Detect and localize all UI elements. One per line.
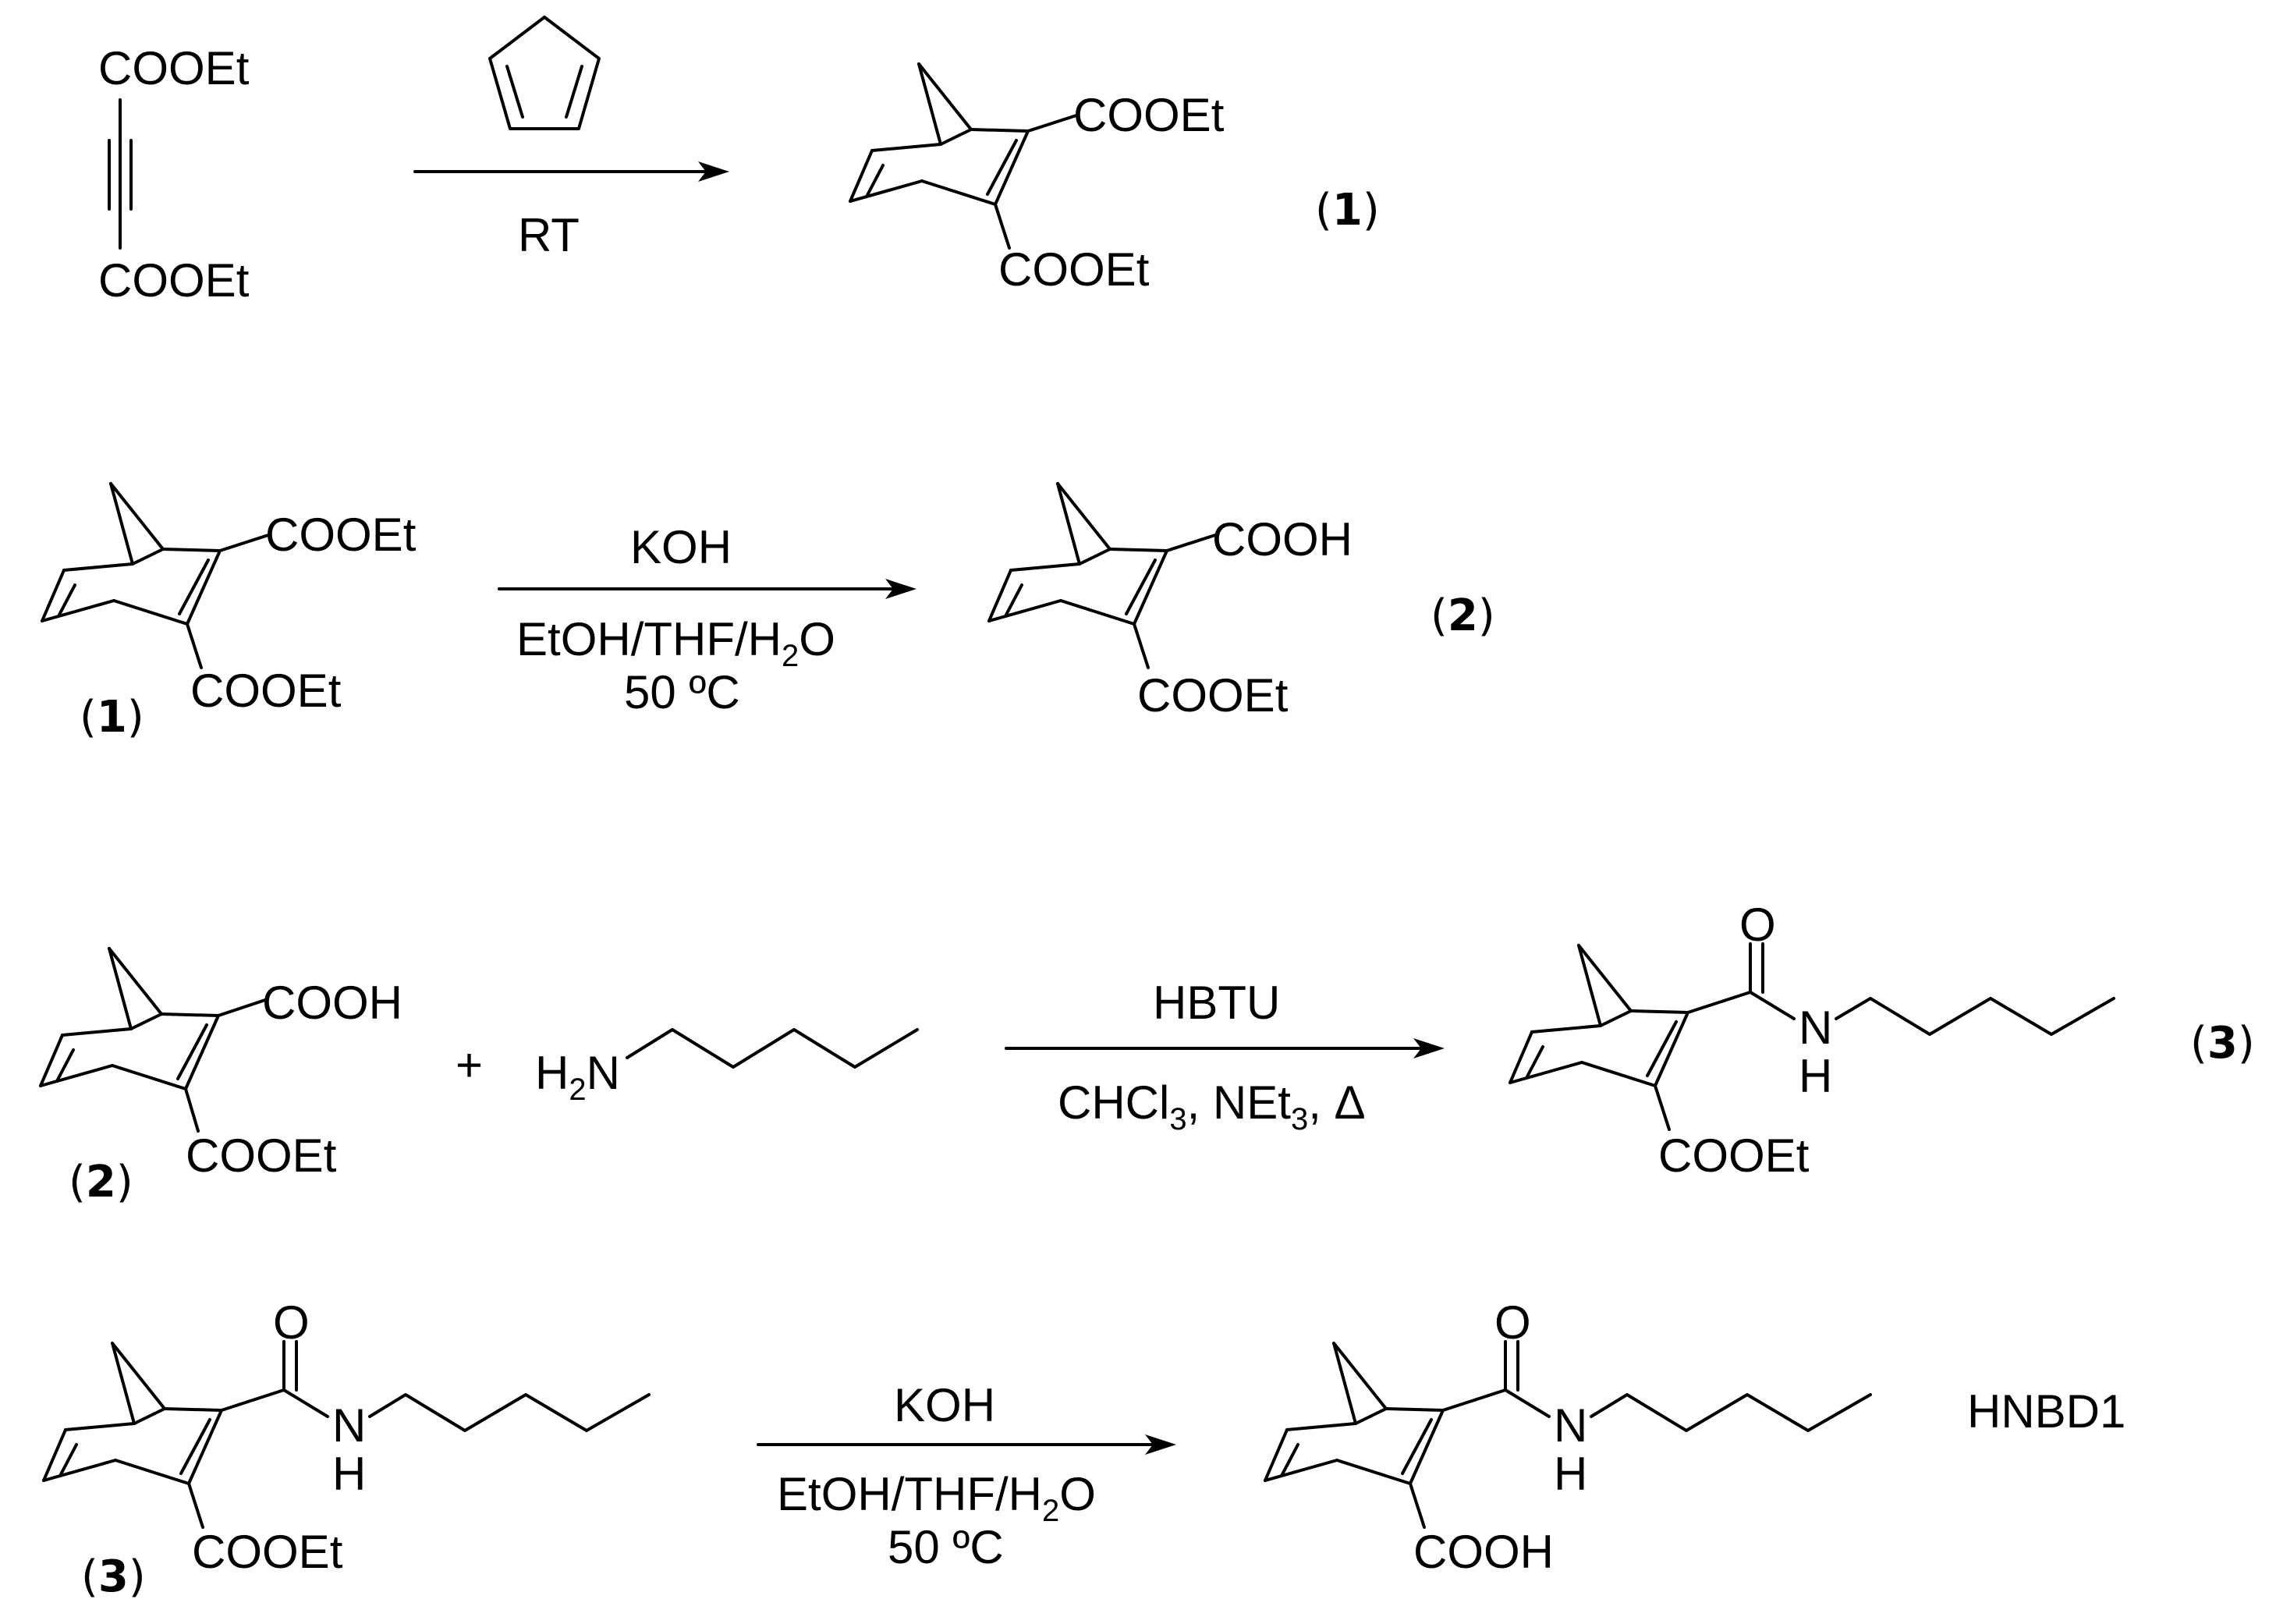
arrow-head bbox=[1413, 1038, 1445, 1058]
arrow-2: KOH EtOH/THF/H2O 50 ºC bbox=[498, 521, 916, 718]
arrow-head bbox=[1145, 1434, 1176, 1455]
condition-rt: RT bbox=[518, 209, 580, 261]
arrow-1: RT bbox=[413, 16, 729, 261]
product-3-h: H bbox=[1799, 1050, 1832, 1102]
reactant-3-structure: O N H COOEt bbox=[42, 1296, 651, 1578]
reactant-1-structure: COOEt COOEt bbox=[41, 482, 417, 717]
reactant-3-h: H bbox=[332, 1448, 366, 1500]
bottom-ester-label: COOEt bbox=[98, 254, 250, 307]
compound-label-2: (2) bbox=[1431, 590, 1495, 641]
condition-solvent: EtOH/THF/H2O bbox=[516, 613, 835, 673]
reactant-2-structure: COOH COOEt bbox=[39, 947, 402, 1182]
product-3-o: O bbox=[1739, 899, 1776, 951]
product-3-ester: COOEt bbox=[1658, 1129, 1810, 1182]
product-2-ester: COOEt bbox=[1137, 669, 1289, 722]
product-1-ester-b: COOEt bbox=[998, 243, 1150, 296]
condition-temperature: 50 ºC bbox=[624, 666, 740, 718]
condition-hbtu: CHCl3, NEt3, Δ bbox=[1058, 1076, 1366, 1136]
cyclopentadiene-structure bbox=[488, 16, 601, 130]
reactant-1-ester-a: COOEt bbox=[265, 509, 417, 561]
plus-sign: + bbox=[456, 1039, 483, 1091]
row-3: COOH COOEt (2) + H2N HBTU CHCl3, NEt3, Δ bbox=[39, 899, 2255, 1207]
product-1-structure: COOEt COOEt bbox=[849, 62, 1225, 296]
hnbd1-o: O bbox=[1494, 1296, 1531, 1349]
compound-label-3-reactant: (3) bbox=[81, 1551, 146, 1602]
compound-label-1-reactant: (1) bbox=[80, 692, 144, 743]
product-1-ester-a: COOEt bbox=[1073, 89, 1225, 141]
row-1: COOEt COOEt RT bbox=[98, 16, 1380, 307]
compound-label-2-reactant: (2) bbox=[69, 1157, 133, 1207]
condition-solvent-2: EtOH/THF/H2O bbox=[777, 1468, 1096, 1528]
compound-label-1: (1) bbox=[1315, 185, 1380, 236]
hnbd1-h: H bbox=[1554, 1448, 1587, 1500]
hnbd1-acid: COOH bbox=[1413, 1526, 1554, 1578]
reagent-koh-2: KOH bbox=[894, 1379, 995, 1431]
hnbd1-n: N bbox=[1554, 1399, 1587, 1452]
reactant-1-ester-b: COOEt bbox=[190, 665, 342, 717]
reactant-dead: COOEt COOEt bbox=[98, 42, 250, 307]
reagent-koh: KOH bbox=[630, 521, 732, 573]
row-4: O N H COOEt (3) KOH EtOH/THF/H2O 50 ºC bbox=[42, 1296, 2125, 1602]
arrow-head bbox=[698, 161, 729, 182]
reagent-hbtu: HBTU bbox=[1153, 977, 1280, 1029]
reactant-3-ester: COOEt bbox=[192, 1526, 343, 1578]
product-2-acid: COOH bbox=[1212, 513, 1353, 566]
product-2-structure: COOH COOEt bbox=[987, 482, 1353, 722]
reactant-2-ester: COOEt bbox=[186, 1129, 337, 1182]
hnbd1-structure: O N H COOH bbox=[1264, 1296, 1872, 1578]
top-ester-label: COOEt bbox=[98, 42, 250, 94]
reactant-3-n: N bbox=[332, 1399, 366, 1452]
pentylamine-structure: H2N bbox=[535, 1028, 919, 1107]
arrow-3: HBTU CHCl3, NEt3, Δ bbox=[1005, 977, 1445, 1136]
amine-label: H2N bbox=[535, 1047, 620, 1107]
product-3-n: N bbox=[1799, 1002, 1832, 1054]
compound-name-hnbd1: HNBD1 bbox=[1967, 1385, 2125, 1438]
reactant-3-o: O bbox=[273, 1296, 310, 1349]
condition-temperature-2: 50 ºC bbox=[888, 1521, 1004, 1573]
reactant-2-acid: COOH bbox=[262, 977, 402, 1029]
row-2: COOEt COOEt (1) KOH EtOH/THF/H2O 50 ºC bbox=[41, 482, 1495, 743]
product-3-structure: O N H COOEt bbox=[1509, 899, 2115, 1182]
compound-label-3: (3) bbox=[2190, 1018, 2255, 1069]
arrow-head bbox=[885, 579, 916, 599]
arrow-4: KOH EtOH/THF/H2O 50 ºC bbox=[757, 1379, 1176, 1573]
